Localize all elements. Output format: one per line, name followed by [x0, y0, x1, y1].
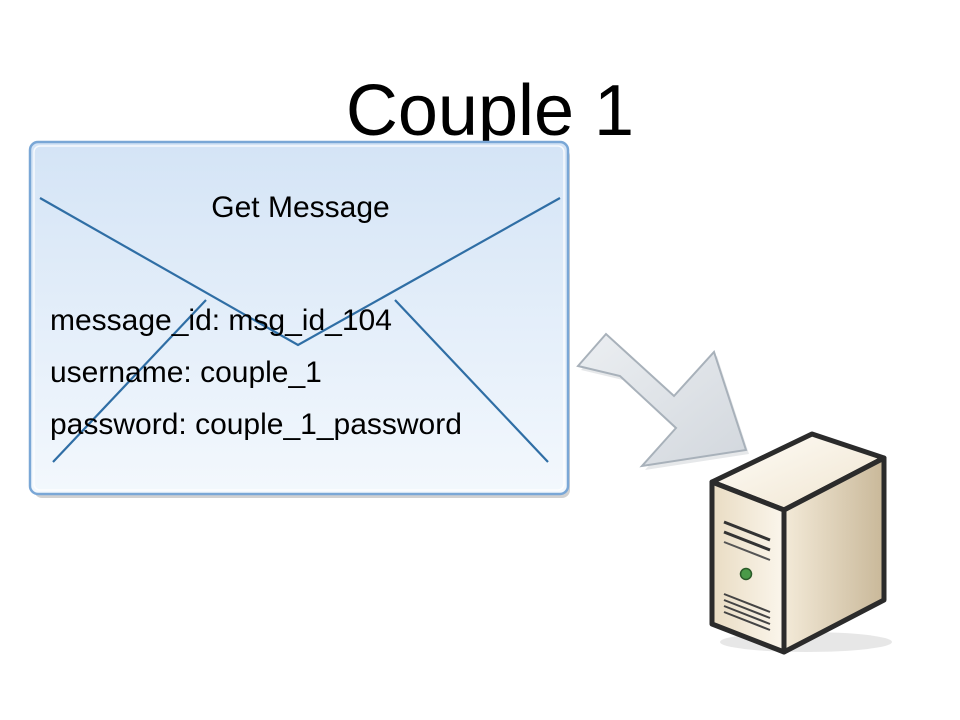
envelope-icon — [28, 140, 570, 498]
server — [700, 428, 896, 660]
slide-title: Couple 1 — [345, 71, 635, 151]
message-subject: Get Message — [211, 191, 390, 224]
message-id-field: message_id: msg_id_104 — [50, 304, 392, 337]
message-envelope: Get Message message_id: msg_id_104 usern… — [28, 140, 573, 502]
arrow-right-down-icon — [576, 332, 749, 470]
password-field: password: couple_1_password — [50, 408, 462, 441]
username-field: username: couple_1 — [50, 356, 322, 389]
server-tower-icon — [709, 431, 892, 655]
send-arrow — [570, 318, 760, 478]
